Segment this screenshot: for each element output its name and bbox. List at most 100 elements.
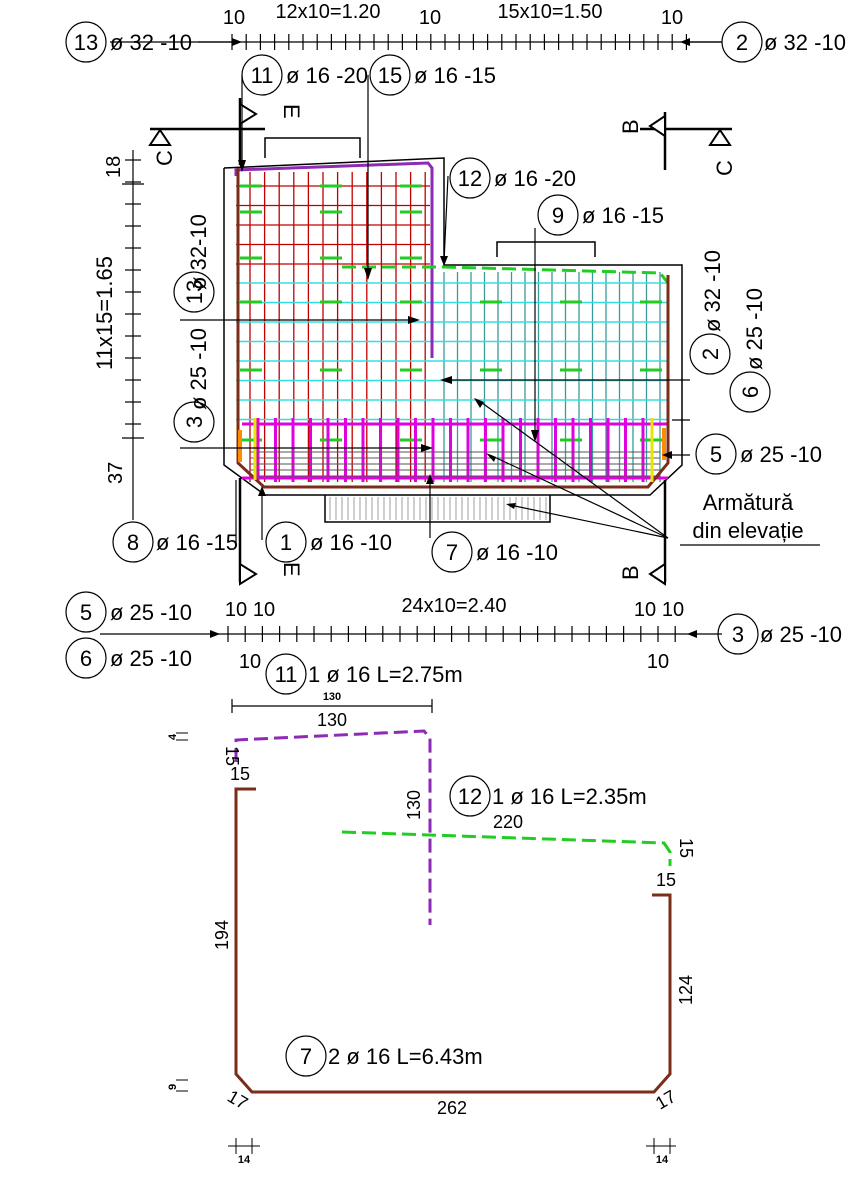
callout-2-right-num: 2 — [698, 348, 723, 360]
callouts: 11 ø 16 -20 15 ø 16 -15 12 ø 16 -20 9 ø … — [112, 54, 822, 573]
callout-1-text: ø 16 -10 — [310, 530, 392, 555]
bar-11-detail: 11 1 ø 16 L=2.75m 130 130 15 15 4 130 — [167, 653, 463, 925]
top-dim-b: 12x10=1.20 — [275, 1, 380, 23]
callout-circle — [537, 194, 579, 236]
callout-5-right-num: 5 — [710, 442, 722, 467]
bottom-dim-a2: 10 — [253, 599, 275, 621]
callout-9-num: 9 — [552, 203, 564, 228]
section-arrow-c-left — [148, 128, 172, 146]
left-dim-bottom: 37 — [105, 462, 127, 484]
bar-7-foot-left: 14 — [238, 1154, 251, 1166]
top-dim-a: 10 — [223, 7, 245, 29]
callout-circle — [449, 775, 491, 817]
right-rotated-lower: ø 25 -10 — [742, 288, 767, 370]
callout-9-text: ø 16 -15 — [582, 203, 664, 228]
callout-13-top-text: ø 32 -10 — [110, 30, 192, 55]
bar-7-right-hook: 15 — [656, 870, 676, 890]
callout-circle — [695, 433, 737, 475]
callout-circle — [689, 333, 731, 375]
bar-7-foot-right: 14 — [656, 1154, 669, 1166]
callout-6-bot-num: 6 — [80, 646, 92, 671]
structure-outline — [223, 137, 683, 523]
callout-12-text: ø 16 -20 — [494, 166, 576, 191]
bar-7-bottom: 262 — [437, 1098, 467, 1118]
left-rotated-lower: ø 25 -10 — [186, 328, 211, 410]
left-rotated-upper: ø 32-10 — [186, 214, 211, 290]
section-c-right: C — [712, 160, 737, 176]
bar-7-shape — [234, 787, 672, 1094]
callout-circle — [65, 591, 107, 633]
bar-11-num: 11 — [275, 662, 298, 687]
rebar-grid — [234, 161, 670, 489]
bar-7-left-vert: 194 — [212, 920, 232, 950]
callout-circle — [369, 54, 411, 96]
callout-13-top-num: 13 — [74, 30, 98, 55]
section-c-left: C — [152, 150, 177, 166]
callout-circle — [717, 613, 759, 655]
bottom-dimension-line: 10 10 24x10=2.40 10 10 10 10 5 ø 25 -10 … — [65, 591, 842, 679]
callout-circle — [265, 653, 307, 695]
bar-11-shape — [234, 729, 432, 925]
top-dim-e: 10 — [661, 7, 683, 29]
top-dimension-line: 10 12x10=1.20 10 15x10=1.50 10 13 ø 32 -… — [65, 1, 846, 63]
top-dim-d: 15x10=1.50 — [497, 1, 602, 23]
callout-circle — [65, 637, 107, 679]
left-dim-mid: 11x15=1.65 — [92, 256, 117, 370]
bar-11-small-dim: 4 — [167, 733, 179, 740]
callout-5-bot-num: 5 — [80, 600, 92, 625]
callout-15-num: 15 — [378, 63, 402, 88]
note-line-2: din elevație — [692, 518, 803, 543]
callout-3-left-num: 3 — [182, 416, 207, 428]
callout-3-bot-text: ø 25 -10 — [760, 622, 842, 647]
top-dim-c: 10 — [419, 7, 441, 29]
callout-13-left-num: 13 — [182, 280, 207, 304]
bar-11-len-top: 130 — [317, 710, 347, 730]
callout-15-text: ø 16 -15 — [414, 63, 496, 88]
section-arrow-b-top — [648, 114, 666, 138]
section-arrow-e-top — [239, 102, 258, 126]
bar-12-num: 12 — [458, 784, 482, 809]
bar-11-plan — [234, 161, 434, 358]
callout-circle — [285, 1035, 327, 1077]
bottom-dim-below-left: 10 — [239, 651, 261, 673]
callout-11-num: 11 — [251, 63, 274, 88]
callout-5-right-text: ø 25 -10 — [740, 442, 822, 467]
callout-circle — [449, 157, 491, 199]
right-rotated-upper: ø 32 -10 — [700, 250, 725, 332]
bar-12-hook: 15 — [676, 838, 696, 858]
callout-1-num: 1 — [280, 530, 292, 555]
section-b-top: B — [618, 119, 643, 134]
section-b-bottom: B — [618, 565, 643, 580]
callout-7-text: ø 16 -10 — [476, 540, 558, 565]
bar-12-shape — [341, 830, 672, 866]
callout-8-text: ø 16 -15 — [156, 530, 238, 555]
callout-circle — [431, 531, 473, 573]
bar-11-title: 1 ø 16 L=2.75m — [308, 662, 463, 687]
bar-11-vert: 130 — [404, 790, 424, 820]
callout-6-bot-text: ø 25 -10 — [110, 646, 192, 671]
note-line-1: Armătură — [703, 490, 794, 515]
bottom-dim-e1: 10 — [634, 599, 656, 621]
bottom-dim-mid: 24x10=2.40 — [401, 595, 506, 617]
callout-6-right-num: 6 — [738, 386, 763, 398]
callout-circle — [112, 521, 154, 563]
callout-7-num: 7 — [446, 540, 458, 565]
section-arrow-b-bottom — [648, 562, 666, 586]
bottom-dim-below-right: 10 — [647, 651, 669, 673]
bottom-dim-a1: 10 — [225, 599, 247, 621]
callout-circle — [173, 271, 215, 313]
bar-12-title: 1 ø 16 L=2.35m — [492, 784, 647, 809]
bar-7-cham-left: 17 — [224, 1086, 251, 1113]
callout-12-num: 12 — [458, 166, 482, 191]
callout-circle — [729, 371, 771, 413]
section-e-bottom: E — [279, 562, 304, 577]
bar-7-title: 2 ø 16 L=6.43m — [328, 1044, 483, 1069]
bar-7-num: 7 — [300, 1044, 312, 1069]
bar-12-len: 220 — [493, 812, 523, 832]
bar-7-detail: 194 124 7 2 ø 16 L=6.43m 262 17 17 9 14 … — [167, 787, 696, 1166]
callout-circle — [265, 521, 307, 563]
bar-12-plan — [342, 265, 670, 284]
callout-circle — [173, 401, 215, 443]
callout-5-bot-text: ø 25 -10 — [110, 600, 192, 625]
